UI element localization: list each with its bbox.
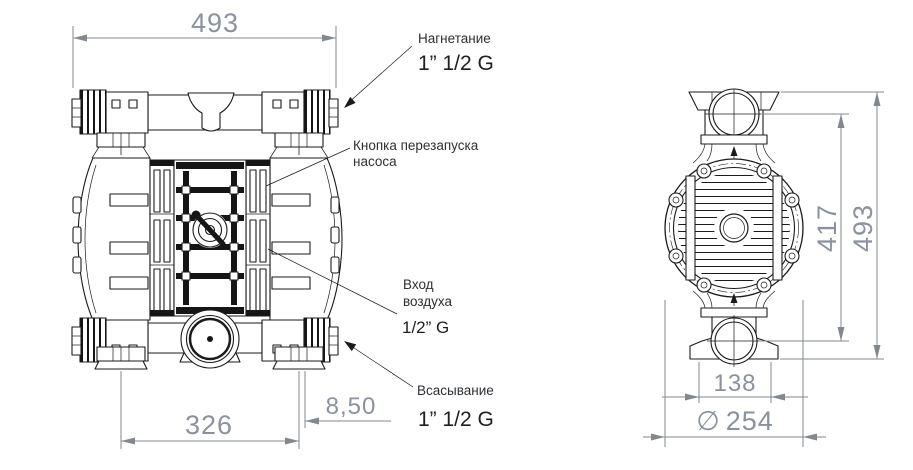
annotation-suction: Всасывание 1” 1/2 G (344, 341, 494, 431)
side-dim-diameter: ∅254 (643, 300, 826, 447)
side-dim-foot-width: 138 (662, 362, 808, 403)
side-dim-extension-lines (759, 91, 884, 360)
diameter-value: 254 (726, 406, 774, 436)
side-suction-port (707, 315, 761, 367)
suction-leader-line (347, 343, 414, 388)
top-center-funnel (187, 92, 235, 132)
side-body-ribs (678, 172, 790, 284)
suction-arrow (344, 341, 357, 352)
front-port-spacing-dim-text: 326 (185, 410, 233, 440)
air-inlet-leader-line (267, 248, 398, 315)
front-right-chamber (269, 157, 343, 321)
front-left-chamber (72, 157, 151, 321)
flow-direction-arrow-bottom (730, 293, 738, 306)
side-dim-total-height: 493 (848, 92, 881, 359)
side-discharge-port (705, 88, 763, 141)
front-width-dim-text: 493 (191, 8, 239, 38)
annotation-air-inlet: Вход воздуха 1/2” G (267, 248, 452, 337)
top-left-ribbed-cap (71, 89, 107, 135)
suction-label: Всасывание (417, 383, 494, 398)
discharge-thread-size: 1” 1/2 G (418, 52, 494, 75)
front-dim-port-spacing: 326 (120, 371, 306, 449)
top-right-ribbed-cap (303, 89, 339, 135)
restart-leader-line (265, 147, 351, 187)
side-body-bolts (668, 163, 800, 293)
front-top-manifold (71, 89, 339, 159)
side-body (664, 158, 804, 298)
front-bottom-manifold (71, 309, 339, 370)
discharge-label: Нагнетание (418, 31, 491, 46)
bolt-circle-centerline (669, 163, 799, 293)
front-dim-offset: 8,50 (305, 393, 391, 425)
air-inlet-label-line2: воздуха (403, 294, 452, 309)
side-foot-width-dim-text: 138 (713, 370, 756, 397)
discharge-leader-line (346, 45, 413, 105)
front-offset-dim-text: 8,50 (326, 393, 377, 420)
side-left-channel (685, 175, 696, 281)
side-top-clamp-band (700, 134, 768, 145)
left-foot (94, 360, 148, 370)
right-foot (272, 360, 326, 370)
bottom-left-ribbed-cap (71, 317, 107, 363)
air-inlet-label-line1: Вход (403, 277, 434, 292)
side-dim-port-centers: 417 (812, 114, 845, 341)
air-inlet-thread-size: 1/2” G (402, 318, 449, 337)
annotation-restart-button: Кнопка перезапуска насоса (265, 138, 479, 187)
front-suction-port (180, 309, 240, 369)
discharge-arrow (344, 96, 356, 108)
side-height-dim-text: 493 (848, 204, 878, 252)
annotation-discharge: Нагнетание 1” 1/2 G (344, 31, 494, 108)
restart-label-line2: насоса (353, 154, 397, 169)
side-diameter-dim-text: ∅254 (696, 406, 774, 436)
front-view-pump-drawing: 493 326 8,50 (71, 8, 391, 449)
front-right-rib-column (245, 159, 271, 317)
restart-label-line1: Кнопка перезапуска (353, 138, 479, 153)
side-view-pump-drawing: 417 493 138 ∅254 (643, 88, 884, 447)
front-center-air-motor (173, 159, 247, 317)
front-dim-total-width: 493 (72, 8, 337, 88)
suction-thread-size: 1” 1/2 G (418, 408, 494, 431)
side-center-hub (714, 208, 754, 248)
front-left-rib-column (149, 159, 175, 317)
diameter-symbol: ∅ (696, 406, 721, 436)
restart-button (191, 210, 228, 248)
side-port-centers-dim-text: 417 (812, 204, 842, 252)
side-right-channel (772, 175, 783, 281)
